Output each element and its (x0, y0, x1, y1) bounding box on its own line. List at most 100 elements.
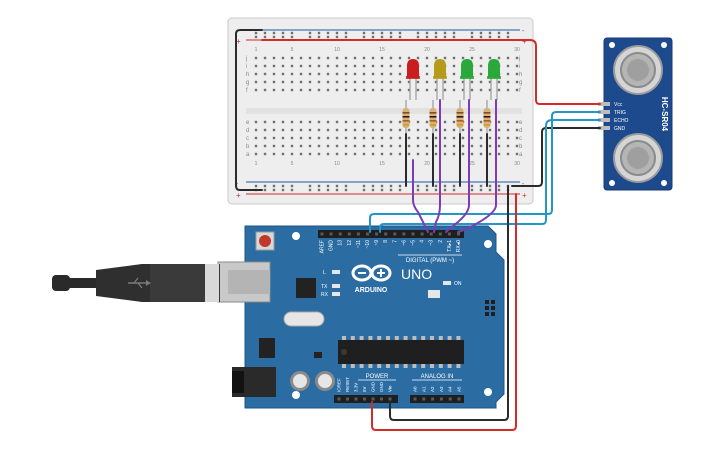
sensor-pin[interactable] (598, 110, 610, 114)
status-leds: L TX RX ON (321, 270, 462, 298)
analog-pin[interactable] (422, 397, 426, 401)
rail-hole (479, 35, 483, 39)
breadboard-hole (443, 88, 447, 92)
digital-pin[interactable] (356, 232, 360, 236)
breadboard-hole (371, 128, 375, 132)
breadboard-hole (389, 88, 393, 92)
breadboard-hole (254, 72, 258, 76)
analog-header-label: ANALOG IN (421, 374, 454, 380)
power-pin[interactable] (388, 397, 392, 401)
resistor[interactable] (429, 100, 437, 136)
column-number: 25 (469, 161, 475, 167)
digital-pin[interactable] (402, 232, 406, 236)
arduino-model-label: UNO (401, 266, 432, 282)
sensor-pin-label: TRIG (614, 110, 626, 116)
power-pin-label: GND (379, 381, 384, 392)
breadboard-hole (353, 136, 357, 140)
digital-pin[interactable] (347, 232, 351, 236)
breadboard-hole (434, 80, 438, 84)
breadboard-hole (416, 88, 420, 92)
sensor-pin[interactable] (598, 102, 610, 106)
breadboard-hole (488, 136, 492, 140)
breadboard-hole (497, 136, 501, 140)
digital-pin[interactable] (438, 232, 442, 236)
breadboard-hole (344, 88, 348, 92)
digital-pin[interactable] (384, 232, 388, 236)
analog-pin[interactable] (457, 397, 461, 401)
digital-pin[interactable] (338, 232, 342, 236)
digital-pin[interactable] (429, 232, 433, 236)
breadboard-hole (488, 88, 492, 92)
led-red[interactable] (406, 59, 420, 100)
digital-pin[interactable] (411, 232, 415, 236)
digital-pin[interactable] (329, 232, 333, 236)
rail-hole (380, 31, 384, 35)
sensor-pin[interactable] (598, 126, 610, 130)
breadboard-hole (281, 120, 285, 124)
rail-hole (479, 31, 483, 35)
breadboard-hole (452, 128, 456, 132)
power-pin-label: 3.3V (354, 383, 359, 392)
digital-pin-label: ~9 (374, 240, 380, 246)
rail-hole (326, 31, 330, 35)
breadboard-hole (425, 64, 429, 68)
breadboard-hole (479, 72, 483, 76)
analog-pin[interactable] (439, 397, 443, 401)
row-letter: h (246, 72, 249, 78)
rail-hole (488, 188, 492, 192)
power-pin[interactable] (337, 397, 341, 401)
resistor[interactable] (456, 100, 464, 136)
digital-pin[interactable] (320, 232, 324, 236)
rail-hole (371, 184, 375, 188)
rail-hole (380, 35, 384, 39)
digital-pin[interactable] (375, 232, 379, 236)
rail-hole (326, 184, 330, 188)
row-letter: f (519, 88, 521, 94)
led-yellow[interactable] (433, 59, 447, 100)
resistor[interactable] (483, 100, 491, 136)
rail-hole (272, 31, 276, 35)
resistor[interactable] (402, 100, 410, 136)
wire-blue (369, 111, 601, 233)
analog-pin[interactable] (448, 397, 452, 401)
breadboard-hole (371, 120, 375, 124)
breadboard-hole (479, 128, 483, 132)
rail-hole (263, 184, 267, 188)
digital-pin[interactable] (457, 232, 460, 236)
digital-pin[interactable] (393, 232, 397, 236)
led-green[interactable] (460, 59, 474, 100)
breadboard-hole (272, 136, 276, 140)
breadboard-hole (335, 72, 339, 76)
rail-hole (479, 188, 483, 192)
power-pin[interactable] (363, 397, 366, 401)
digital-pin-label: GND (329, 240, 335, 252)
breadboard-hole (272, 152, 276, 156)
rail-hole (479, 184, 483, 188)
breadboard-hole (263, 136, 267, 140)
digital-pin[interactable] (447, 232, 451, 236)
breadboard-hole (290, 80, 294, 84)
row-letter: i (246, 64, 247, 70)
analog-pin[interactable] (413, 397, 417, 401)
digital-pin[interactable] (420, 232, 424, 236)
reset-button[interactable] (255, 231, 275, 251)
breadboard-hole (272, 88, 276, 92)
led-green[interactable] (487, 59, 501, 100)
sensor-pin[interactable] (598, 118, 610, 122)
power-pin[interactable] (354, 397, 358, 401)
rail-hole (308, 188, 312, 192)
breadboard-hole (461, 136, 465, 140)
analog-pin[interactable] (431, 397, 435, 401)
digital-pin[interactable] (366, 232, 369, 236)
row-letter: d (246, 128, 249, 134)
breadboard-hole (389, 152, 393, 156)
power-pin[interactable] (371, 397, 375, 401)
breadboard-hole (497, 144, 501, 148)
breadboard-hole (425, 136, 429, 140)
power-pin[interactable] (380, 397, 383, 401)
breadboard-hole (290, 88, 294, 92)
breadboard-hole (308, 72, 312, 76)
power-pin[interactable] (346, 397, 349, 401)
